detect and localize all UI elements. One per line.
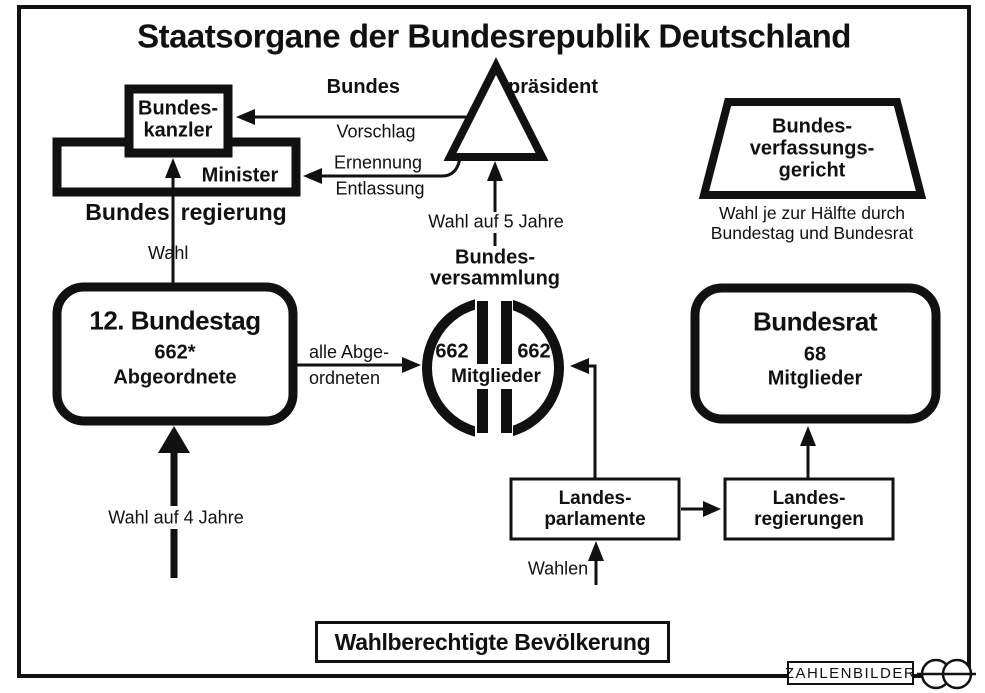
bundestag-box (52, 282, 298, 426)
ernennung-label: Ernennung (333, 152, 423, 173)
constitutional-court-caption-line2: Bundestag und Bundesrat (710, 222, 914, 243)
arrow-wahl-4-jahre (158, 426, 190, 578)
constitutional-court-caption-line1: Wahl je zur Hälfte durch (718, 202, 906, 223)
zahlenbilder-label: ZAHLENBILDER (784, 664, 917, 682)
arrow-landesregierungen-bundesrat (800, 426, 816, 478)
state-governments-line1: Landes- (772, 488, 846, 510)
federal-assembly-members-label: Mitglieder (451, 366, 541, 388)
arrow-wahl-5-jahre (487, 161, 503, 246)
entlassung-label: Entlassung (335, 178, 425, 199)
state-parliaments-line2: parlamente (544, 509, 646, 531)
president-triangle (443, 57, 549, 161)
bundesrat-count: 68 (803, 343, 827, 366)
wahl-label: Wahl (148, 243, 189, 263)
arrow-ernennung-entlassung (303, 157, 462, 184)
bundesrat-box (690, 283, 941, 424)
constitutional-court-line2: verfassungs- (749, 137, 875, 160)
alle-abgeordneten-label-line2: ordneten (309, 368, 381, 388)
arrow-wahl-kanzler (165, 158, 181, 287)
chancellor-label-line1: Bundes- (138, 97, 218, 120)
state-parliaments-line1: Landes- (558, 488, 632, 510)
zahlenbilder-logo-icon (917, 658, 976, 690)
arrow-alle-abgeordneten (296, 357, 421, 373)
federal-assembly-right-count: 662 (517, 340, 551, 363)
state-governments-box (723, 477, 895, 541)
bundestag-title: 12. Bundestag (89, 305, 261, 336)
wahl-4-jahre-label: Wahl auf 4 Jahre (105, 508, 247, 528)
arrow-wahlen (588, 541, 604, 585)
chancellor-box (124, 84, 233, 158)
minister-label: Minister (201, 164, 279, 187)
constitutional-court-line3: gericht (778, 159, 846, 182)
federal-assembly-left-count: 662 (435, 340, 469, 363)
wahlen-label: Wahlen (527, 558, 589, 579)
president-label-left: Bundes (326, 76, 400, 98)
frame-border (17, 5, 971, 678)
federal-assembly-circle (422, 293, 564, 443)
wahl-5-jahre-label: Wahl auf 5 Jahre (425, 212, 567, 232)
arrow-vorschlag (236, 109, 469, 125)
state-parliaments-box (509, 477, 681, 541)
alle-abgeordneten-label-line1: alle Abge- (309, 342, 390, 362)
zahlenbilder-badge: ZAHLENBILDER (784, 661, 917, 685)
constitutional-court-line1: Bundes- (772, 115, 852, 138)
vorschlag-label: Vorschlag (336, 121, 416, 142)
federal-assembly-label-line1: Bundes- (455, 246, 535, 269)
chancellor-label-line2: kanzler (143, 119, 213, 142)
constitutional-court-trapezoid (698, 98, 927, 199)
arrow-landesparlamente-bundesversammlung (570, 358, 597, 479)
bundestag-count: 662* (154, 341, 196, 364)
federal-assembly-label-line2: versammlung (429, 267, 561, 290)
bundesrat-title: Bundesrat (752, 306, 878, 337)
page-title: Staatsorgane der Bundesrepublik Deutschl… (137, 17, 851, 55)
president-label-right: präsident (508, 76, 599, 98)
electorate-box: Wahlberechtigte Bevölkerung (315, 621, 670, 663)
bundesrat-subtitle: Mitglieder (767, 367, 863, 390)
electorate-label: Wahlberechtigte Bevölkerung (334, 628, 651, 655)
arrow-landesparlamente-landesregierungen (681, 501, 721, 517)
bundestag-subtitle: Abgeordnete (113, 366, 237, 389)
state-governments-line2: regierungen (754, 509, 864, 531)
